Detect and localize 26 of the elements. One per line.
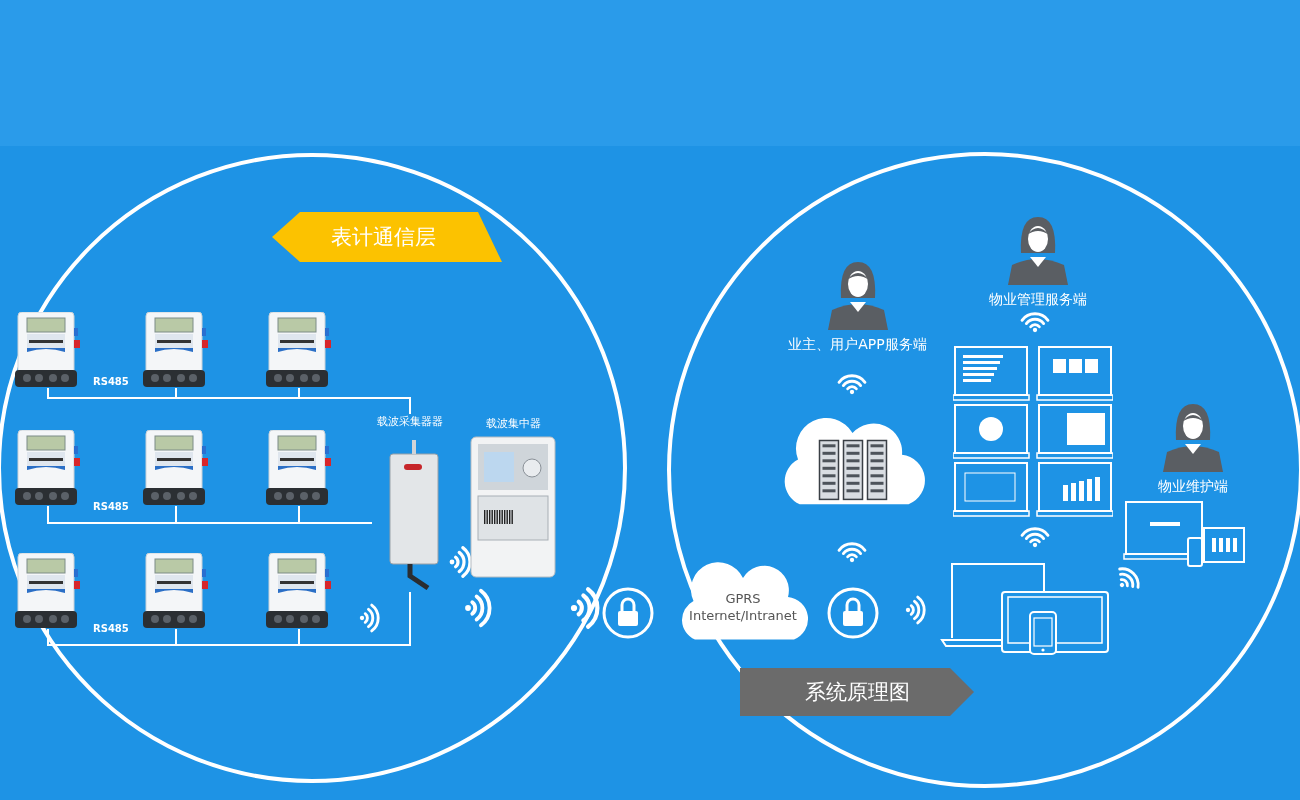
electric-meter-drawing bbox=[15, 430, 81, 506]
edge-label: RS485 bbox=[93, 376, 129, 387]
electric-meter-drawing bbox=[266, 553, 332, 629]
device-label: 载波采集器器 bbox=[376, 414, 444, 429]
banner-tag: 系统原理图 bbox=[740, 668, 974, 716]
device-set-drawing bbox=[940, 560, 1112, 656]
bus-line bbox=[298, 505, 373, 524]
bus-line bbox=[298, 387, 411, 415]
role-label: 业主、用户APP服务端 bbox=[787, 336, 928, 354]
electric-meter-drawing bbox=[266, 430, 332, 506]
role-label: 物业管理服务端 bbox=[987, 291, 1088, 309]
monitor-grid-drawing bbox=[953, 345, 1113, 517]
electric-meter-drawing bbox=[143, 312, 209, 388]
lock-icon bbox=[827, 587, 879, 639]
electric-meter-drawing bbox=[15, 553, 81, 629]
role-label: 物业维护端 bbox=[1156, 478, 1229, 496]
banner-tag: 表计通信层 bbox=[272, 212, 502, 262]
electric-meter-drawing bbox=[143, 430, 209, 506]
bus-line bbox=[298, 591, 411, 646]
lock-icon bbox=[602, 587, 654, 639]
edge-label: RS485 bbox=[93, 623, 129, 634]
electric-meter-drawing bbox=[143, 553, 209, 629]
electric-meter-drawing bbox=[15, 312, 81, 388]
device-label: 载波集中器 bbox=[484, 416, 542, 431]
electric-meter-drawing bbox=[266, 312, 332, 388]
edge-label: RS485 bbox=[93, 501, 129, 512]
